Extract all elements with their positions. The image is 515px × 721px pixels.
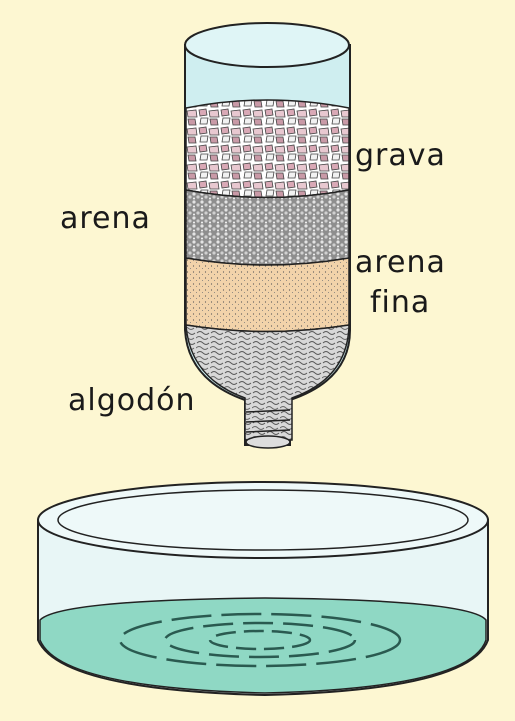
label-grava: grava [355,138,446,173]
label-algodon: algodón [68,383,196,418]
label-arena-fina-line1: arena [355,245,446,280]
bottle [185,23,350,448]
collection-dish [38,482,488,695]
fine-sand-layer [186,258,349,332]
label-arena-fina-line2: fina [370,285,430,320]
sand-layer [186,190,349,265]
label-arena: arena [60,201,151,236]
gravel-layer [186,100,349,198]
